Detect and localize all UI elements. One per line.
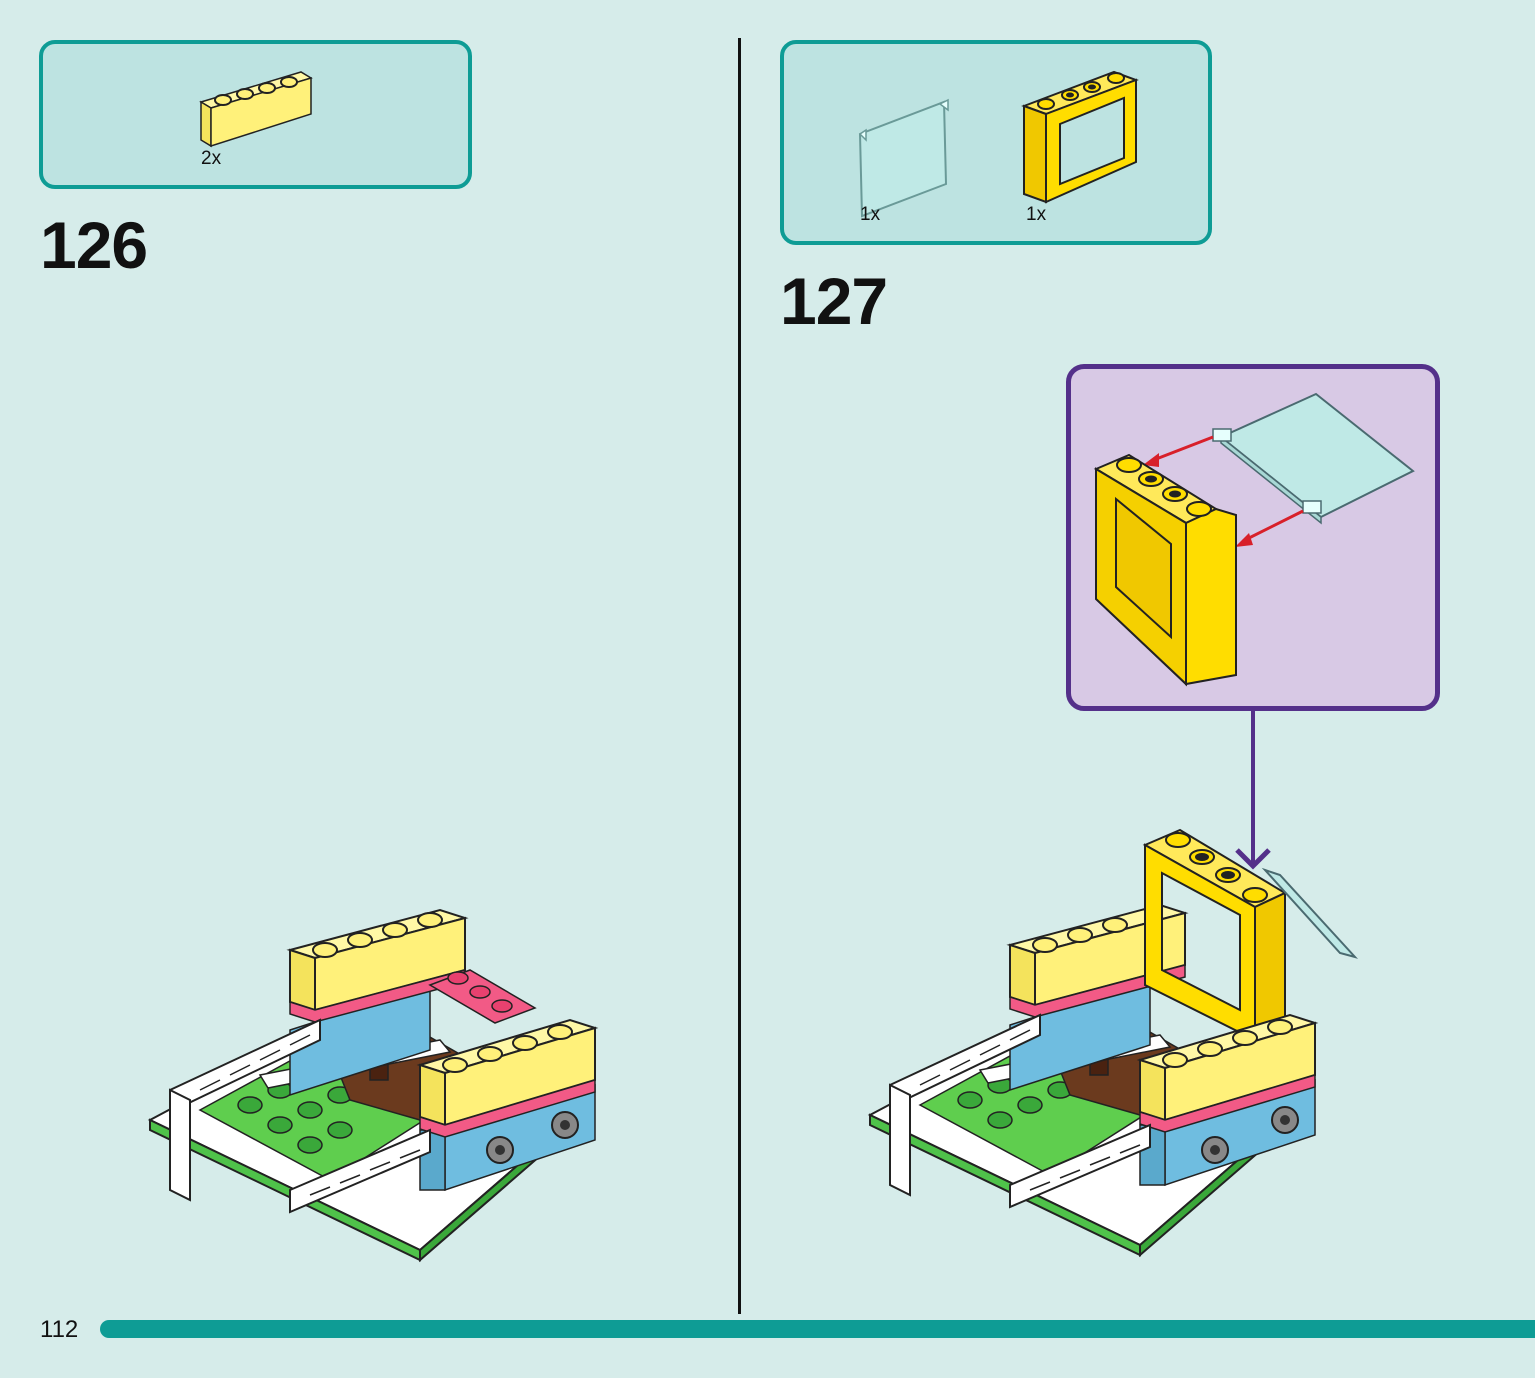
step-divider	[738, 38, 741, 1314]
parts-box-step-127: 1x 1x	[780, 40, 1212, 245]
step-number: 127	[780, 264, 888, 338]
progress-bar	[100, 1320, 1535, 1338]
window-assembly-detail	[1093, 392, 1415, 687]
model-assembly-step-126	[147, 908, 599, 1263]
parts-box-step-126: 2x	[39, 40, 472, 189]
yellow-brick-1x4-icon	[199, 71, 313, 148]
callout-connector-arrow	[1235, 708, 1271, 870]
step-number: 126	[40, 208, 148, 282]
part-quantity: 1x	[860, 204, 881, 225]
part-quantity: 2x	[201, 148, 222, 169]
page-number: 112	[40, 1316, 79, 1343]
yellow-window-frame-icon	[1021, 70, 1139, 204]
callout-detail	[1066, 364, 1440, 711]
model-assembly-step-127	[867, 828, 1359, 1258]
transparent-window-pane-icon	[858, 98, 949, 218]
part-quantity: 1x	[1026, 204, 1047, 225]
